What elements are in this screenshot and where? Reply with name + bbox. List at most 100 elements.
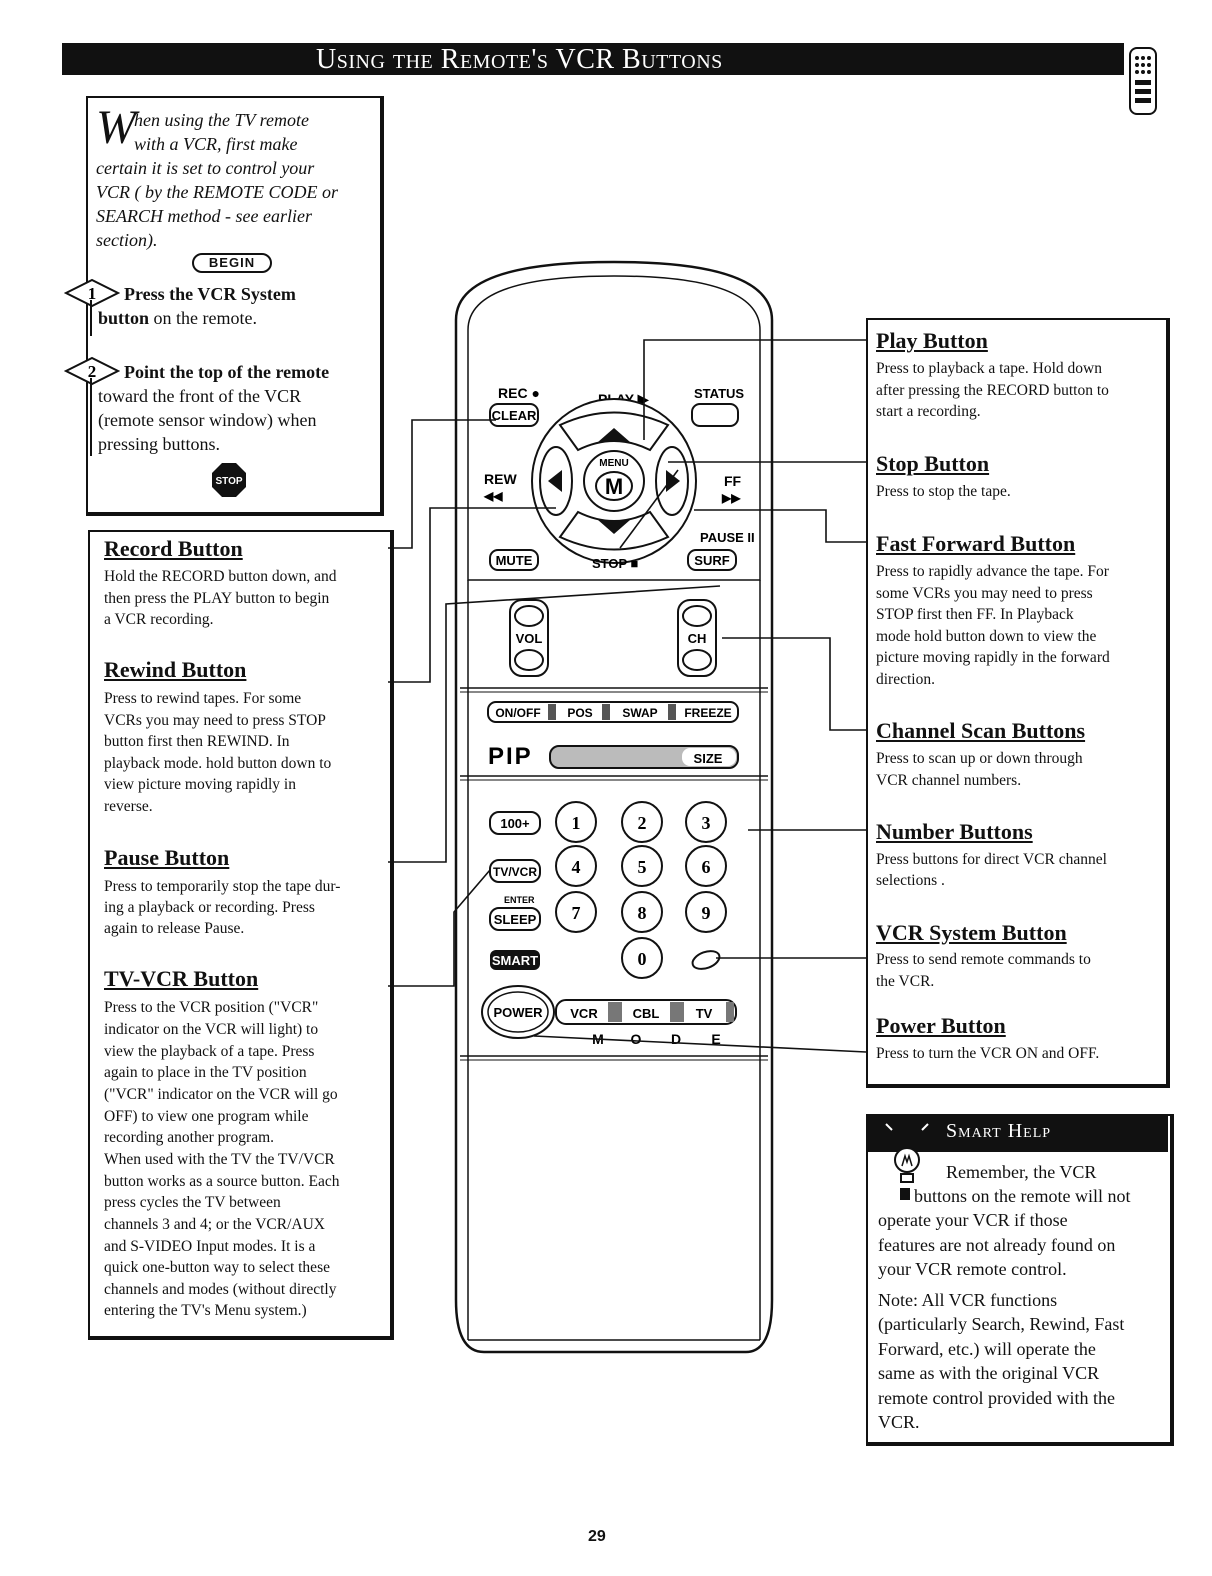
- digit-8-button: [621, 891, 663, 933]
- smart-help-line: Remember, the VCR: [946, 1162, 1097, 1182]
- digit-3-button: [685, 801, 727, 843]
- tv-vcr-button-line: indicator on the VCR will light) to: [104, 1021, 319, 1038]
- status-button[interactable]: [691, 403, 739, 427]
- pip-swap-label: SWAP: [622, 706, 657, 720]
- lightbulb-icon: [885, 1123, 929, 1200]
- fast-forward-button-line: mode hold button down to view the: [876, 628, 1097, 645]
- vol-label: VOL: [516, 631, 543, 646]
- fast-forward-button-line: some VCRs you may need to press: [876, 585, 1093, 602]
- record-button-line: a VCR recording.: [104, 611, 214, 628]
- record-button-heading: Record Button: [104, 536, 243, 561]
- smart-help-note-line: remote control provided with the: [878, 1388, 1115, 1408]
- channel-leader: [722, 637, 866, 731]
- mode-vcr-label: VCR: [570, 1006, 598, 1021]
- rewind-button-line: playback mode. hold button down to: [104, 755, 332, 772]
- pause-leader: [388, 585, 721, 863]
- stop-button-line: Press to stop the tape.: [876, 483, 1011, 500]
- digit-4-button: [555, 845, 597, 887]
- digit-1-button: [555, 801, 597, 843]
- smart-help-header: [868, 1116, 1168, 1152]
- step-2-line: (remote sensor window) when: [98, 410, 317, 430]
- clear-button[interactable]: [489, 403, 539, 427]
- intro-dropcap: W: [96, 101, 136, 154]
- vcr-system-button-line: Press to send remote commands to: [876, 951, 1091, 968]
- digit-2: 2: [638, 813, 647, 833]
- rewind-button-line: button first then REWIND. In: [104, 733, 290, 750]
- ff-label: FF: [724, 473, 742, 489]
- tv-vcr-button-line: Press to the VCR position ("VCR": [104, 999, 319, 1016]
- rewind-leader: [388, 507, 556, 683]
- mute-label: MUTE: [496, 553, 533, 568]
- step-2-line: pressing buttons.: [98, 434, 221, 454]
- tv-vcr-button-line: channels 3 and 4; or the VCR/AUX: [104, 1216, 325, 1233]
- remote-top-panel: [467, 275, 761, 581]
- rewind-button-heading: Rewind Button: [104, 657, 247, 682]
- ff-leader: [694, 509, 866, 543]
- smart-help-line: operate your VCR if those: [878, 1210, 1068, 1230]
- stop-leader-diagonal: [619, 469, 679, 549]
- step-1-diamond-icon: 1: [64, 278, 120, 308]
- mode-tv-label: TV: [696, 1006, 713, 1021]
- channel-scan-buttons-heading: Channel Scan Buttons: [876, 718, 1086, 743]
- tv-vcr-button-line: recording another program.: [104, 1129, 275, 1146]
- status-label: STATUS: [694, 386, 744, 401]
- intro-box: [86, 96, 384, 516]
- smart-button[interactable]: [490, 950, 540, 970]
- rec-label: REC ●: [498, 385, 540, 401]
- play-leader: [643, 339, 866, 440]
- digit-6: 6: [702, 857, 711, 877]
- fast-forward-button-line: picture moving rapidly in the forward: [876, 649, 1110, 666]
- size-label: SIZE: [694, 751, 723, 766]
- step-1-line-rest: on the remote.: [149, 308, 257, 328]
- intro-line: hen using the TV remote: [134, 110, 309, 130]
- vcr-system-button-heading: VCR System Button: [876, 920, 1067, 945]
- rewind-arrow-icon: [548, 470, 562, 492]
- power-label: POWER: [493, 1005, 543, 1020]
- mute-button[interactable]: [489, 549, 539, 571]
- stop-sign-icon: STOP: [212, 463, 246, 497]
- smart-help-box: [866, 1114, 1174, 1446]
- pause-button-line: again to release Pause.: [104, 920, 245, 937]
- rewind-button-line: Press to rewind tapes. For some: [104, 690, 302, 707]
- ff-arrow-icon: [666, 470, 680, 492]
- stop-label: STOP ■: [592, 556, 639, 571]
- tv-vcr-button-line: view the playback of a tape. Press: [104, 1043, 315, 1060]
- vcr-system-button[interactable]: [690, 948, 722, 973]
- page-number: 29: [588, 1528, 606, 1545]
- digit-6-button: [685, 845, 727, 887]
- tvvcr-label: TV/VCR: [493, 865, 537, 879]
- rew-label: REW: [484, 471, 517, 487]
- step-1-number: 1: [88, 284, 97, 303]
- leader-lines: [388, 339, 867, 1053]
- clear-label: CLEAR: [492, 408, 537, 423]
- menu-m-label: M: [605, 474, 623, 499]
- smart-help-title: Smart Help: [946, 1120, 1052, 1142]
- step-2-title: Point the top of the remote: [124, 362, 330, 382]
- intro-line: section).: [96, 230, 158, 250]
- mode-button-strip: [555, 999, 737, 1025]
- channel-scan-buttons-line: Press to scan up or down through: [876, 750, 1083, 767]
- number-buttons-heading: Number Buttons: [876, 819, 1033, 844]
- tv-vcr-button-line: When used with the TV the TV/VCR: [104, 1151, 335, 1168]
- smart-help-note-line: Forward, etc.) will operate the: [878, 1339, 1096, 1359]
- surf-button[interactable]: [687, 549, 737, 571]
- digit-8: 8: [638, 903, 647, 923]
- digit-1: 1: [572, 813, 581, 833]
- tv-vcr-button-line: entering the TV's Menu system.): [104, 1302, 307, 1319]
- left-descriptions-box: [88, 530, 394, 1340]
- record-button-line: Hold the RECORD button down, and: [104, 568, 337, 585]
- step-2-number: 2: [88, 362, 97, 381]
- intro-line: certain it is set to control your: [96, 158, 315, 178]
- sleep-button[interactable]: [489, 907, 541, 931]
- intro-line: with a VCR, first make: [134, 134, 298, 154]
- intro-line: VCR ( by the REMOTE CODE or: [96, 182, 338, 202]
- smart-help-line: your VCR remote control.: [878, 1259, 1067, 1279]
- up-arrow-icon: [598, 428, 630, 442]
- step-1-title: Press the VCR System: [124, 284, 296, 304]
- fast-forward-button-line: STOP first then FF. In Playback: [876, 606, 1074, 623]
- ff-arrows: ▶▶: [721, 491, 741, 505]
- right-descriptions-box: [866, 318, 1170, 1088]
- tv-vcr-button-line: button works as a source button. Each: [104, 1173, 340, 1190]
- hundred-plus-button[interactable]: [489, 811, 541, 835]
- number-pad: 1 2 3 4 5 6 7 8 9 0: [555, 801, 727, 979]
